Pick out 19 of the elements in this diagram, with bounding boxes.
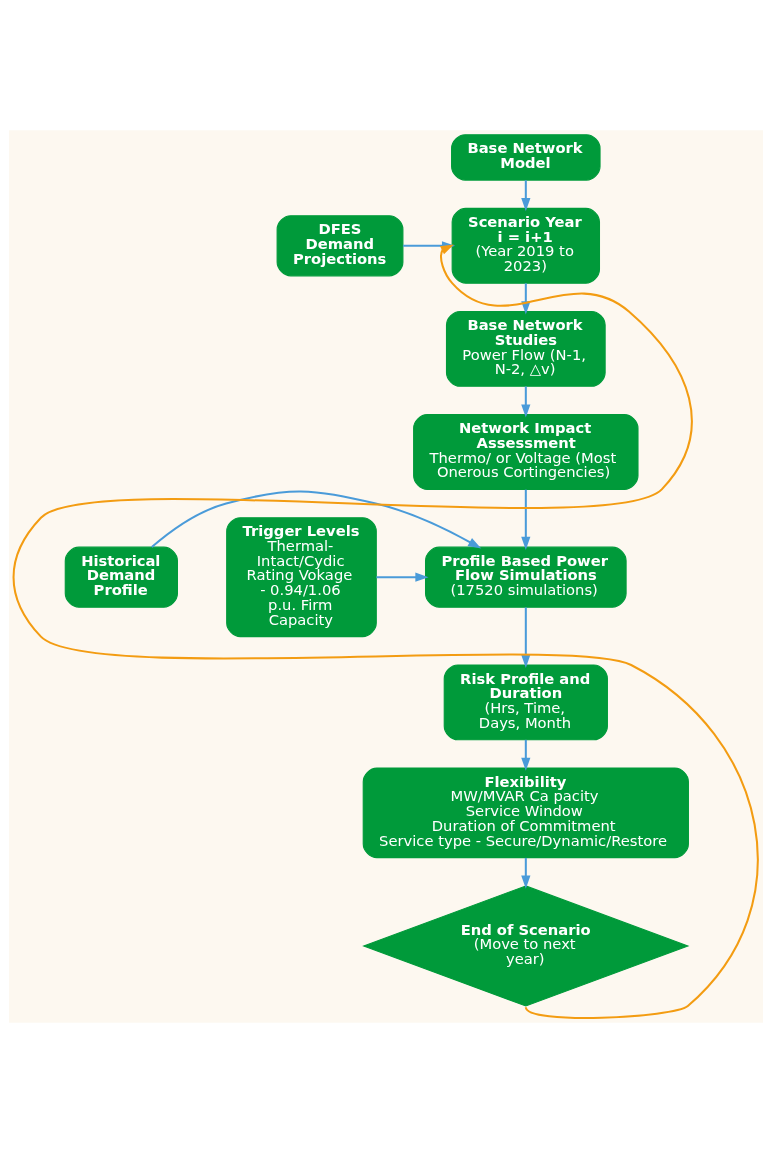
- arrow: [520, 739, 530, 771]
- node-box: Risk Profile and Duration (Hrs, Time, Days, Month: [443, 664, 608, 741]
- node-box: Base Network Model: [450, 134, 601, 181]
- node-box: Flexibility MW/MVAR Ca pacity Service Window Duration of Commitment Service type - Secure/Dynamic/Restore: [362, 767, 689, 859]
- arrow: [520, 180, 530, 212]
- arrow: [520, 386, 530, 418]
- node-diamond: End of Scenario (Move to next year): [361, 885, 689, 1007]
- arrow: [150, 490, 481, 549]
- node-box: Profile Based Power Flow Simulations (17520 simulations): [424, 546, 627, 608]
- node-box: Scenario Year i = i+1 (Year 2019 to 2023): [451, 207, 600, 284]
- arrow: [520, 489, 530, 550]
- node-box: Trigger Levels Thermal- Intact/Cydic Rating Vokage - 0.94/1.06 p.u. Firm Capacity: [225, 517, 377, 638]
- node-box: Network Impact Assessment Thermo/ or Voltage (Most Onerous Cortingencies): [412, 414, 639, 490]
- arrow: [12, 244, 758, 1019]
- node-box: DFES Demand Projections: [276, 215, 403, 277]
- node-box: Historical Demand Profile: [64, 546, 178, 608]
- arrow: [375, 572, 429, 582]
- arrow: [520, 857, 530, 889]
- node-box: Base Network Studies Power Flow (N-1, N-2, △v): [445, 310, 606, 387]
